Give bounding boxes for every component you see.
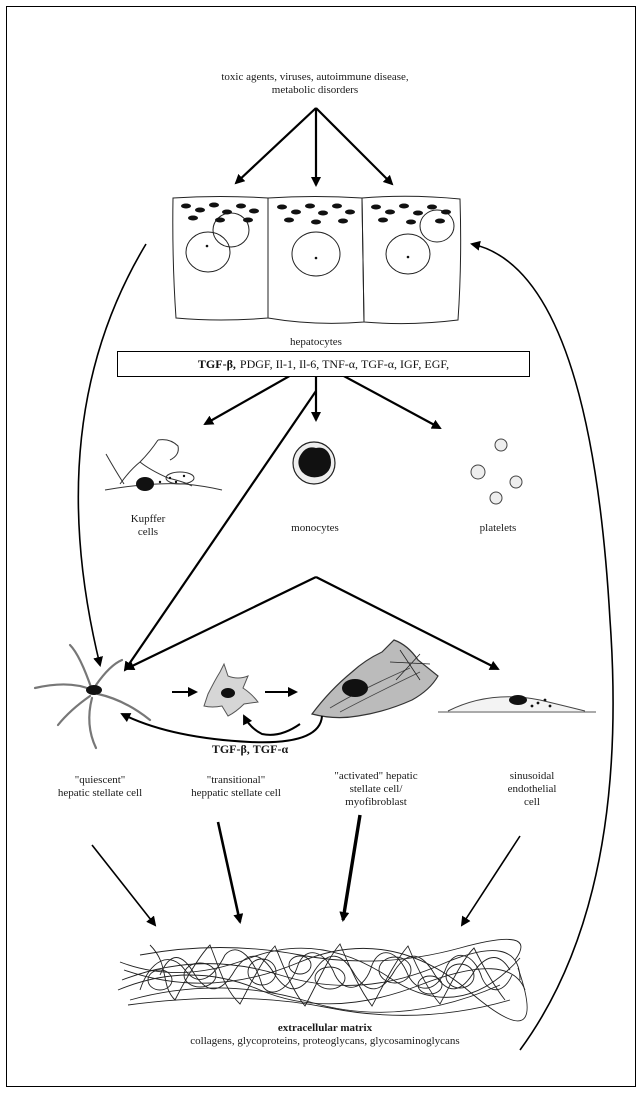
ecm-subtitle: collagens, glycoproteins, proteoglycans,… <box>190 1035 460 1047</box>
figure-frame <box>6 6 636 1087</box>
sinusoidal-endothelial-label: sinusoidal endothelial cell <box>507 770 557 808</box>
cytokine-arrows-split <box>124 576 500 671</box>
activated-hsc-drawing <box>310 639 439 719</box>
ecm-label: extracellular matrix collagens, glycopro… <box>120 1022 530 1048</box>
kupffer-cells-label: Kupffer cells <box>130 513 166 538</box>
hepatocytes-label: hepatocytes <box>290 336 342 348</box>
cytokine-box: TGF-β, PDGF, Il-1, Il-6, TNF-α, TGF-α, I… <box>117 351 530 377</box>
feedback-label: TGF-β, TGF-α <box>211 742 289 756</box>
transitional-hsc-label: "transitional" heppatic stellate cell <box>191 774 281 799</box>
cause-arrows <box>234 107 394 187</box>
kupffer-nucleus <box>136 474 186 491</box>
feedback-arrow-to-transitional <box>243 714 301 736</box>
quiescent-hsc-label: "quiescent" hepatic stellate cell <box>57 774 143 799</box>
left-feedback-curve <box>77 243 147 667</box>
monocytes-label: monocytes <box>291 522 339 534</box>
activated-hsc-label: "activated" hepatic stellate cell/ myofi… <box>334 770 418 808</box>
causes-label: toxic agents, viruses, autoimmune diseas… <box>221 71 409 96</box>
ecm-arrows <box>91 814 521 927</box>
right-feedback-curve <box>470 240 614 1051</box>
endothelial-cell-drawing <box>438 695 596 713</box>
ecm-drawing <box>117 938 528 1022</box>
quiescent-hsc-nucleus <box>86 685 102 695</box>
quiescent-hsc-drawing <box>33 643 152 750</box>
cytokine-box-bold: TGF-β, <box>197 356 236 371</box>
cytokine-box-list: PDGF, Il-1, Il-6, TNF-α, TGF-α, IGF, EGF… <box>239 356 450 371</box>
platelets-label: platelets <box>479 522 517 534</box>
monocyte-drawing <box>292 441 336 485</box>
ecm-title: extracellular matrix <box>277 1022 373 1034</box>
cytokine-arrows <box>123 390 317 672</box>
hepatocyte-granules <box>181 202 451 260</box>
kupffer-cell-drawing <box>104 439 223 491</box>
transitional-hsc-drawing <box>203 662 259 717</box>
feedback-arrow-to-quiescent <box>120 713 323 744</box>
platelets-drawing <box>470 438 523 505</box>
hepatocytes-drawing <box>172 195 462 325</box>
